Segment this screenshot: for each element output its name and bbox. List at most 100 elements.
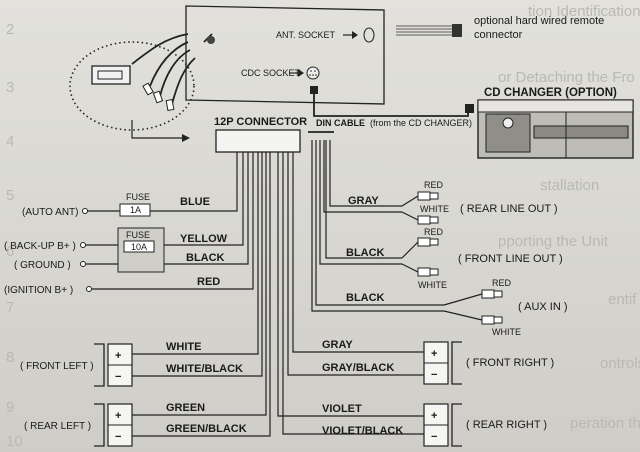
left-side-wiring: (AUTO ANT) FUSE 1A BLUE FUSE 10A ( BACK-…: [4, 192, 228, 296]
rl-plus-wire-label: GREEN: [166, 402, 205, 414]
ant-arrow-head: [352, 31, 358, 39]
speaker-rear-right: + − ( REAR RIGHT ) VIOLET VIOLET/BLACK: [322, 403, 547, 447]
cdc-socket: [306, 66, 320, 80]
rr-minus: −: [431, 431, 437, 443]
ground-label: ( GROUND ): [14, 260, 71, 271]
bg-num-2: 3: [6, 79, 14, 96]
rear-plug-white-label: WHITE: [420, 204, 449, 214]
cdc-socket-label: CDC SOCKET: [241, 68, 301, 78]
background-page-text: tion Identification or Detaching the Fro…: [6, 3, 640, 450]
front-line-out-plug-white: [417, 267, 431, 277]
fuse-1a-label: FUSE: [126, 192, 150, 202]
bg-text-4: stallation: [540, 177, 599, 194]
bg-text-5: pporting the Unit: [498, 233, 609, 250]
rl-minus: −: [115, 431, 121, 443]
rr-plus-wire-label: VIOLET: [322, 403, 362, 415]
cd-changer-title: CD CHANGER (OPTION): [484, 87, 617, 99]
wire-black-label: BLACK: [186, 252, 225, 264]
bg-num-8: 9: [6, 399, 14, 416]
bg-text-7: ontrols: [600, 355, 640, 372]
bg-num-6: 7: [6, 299, 14, 316]
rear-line-out-wire-label: GRAY: [348, 195, 379, 207]
head-unit: ANT. SOCKET CDC SOCKET: [69, 5, 385, 142]
fuse-1a-value: 1A: [130, 205, 141, 215]
rear-line-out-plug-red: [417, 191, 431, 201]
rear-line-out-label: ( REAR LINE OUT ): [460, 203, 558, 215]
rr-plus: +: [431, 410, 437, 422]
din-cable-note: (from the CD CHANGER): [370, 118, 472, 128]
front-line-out-plug-red: [417, 237, 431, 247]
bg-num-4: 5: [6, 187, 14, 204]
ignition-label: (IGNITION B+ ): [4, 285, 73, 296]
wire-bundle: [92, 131, 444, 437]
iso-plug: [91, 65, 131, 85]
remote-plug: [452, 24, 462, 37]
bg-num-9: 10: [6, 433, 23, 450]
rl-minus-wire-label: GREEN/BLACK: [166, 423, 247, 435]
rear-left-label: ( REAR LEFT ): [24, 421, 91, 432]
din-cable: DIN CABLE (from the CD CHANGER): [310, 86, 474, 128]
fl-minus: −: [115, 371, 121, 383]
bg-text-6: entif: [608, 291, 637, 308]
wire-blue-label: BLUE: [180, 196, 210, 208]
backup-label: ( BACK-UP B+ ): [4, 241, 76, 252]
front-plug-red-label: RED: [424, 227, 444, 237]
speaker-rear-left: + − ( REAR LEFT ) GREEN GREEN/BLACK: [24, 402, 247, 447]
speaker-front-right: + − ( FRONT RIGHT ) GRAY GRAY/BLACK: [322, 339, 554, 385]
fr-minus-wire-label: GRAY/BLACK: [322, 362, 394, 374]
front-right-label: ( FRONT RIGHT ): [466, 357, 554, 369]
fuse-1a: [119, 203, 151, 217]
aux-in-wire-label: BLACK: [346, 292, 385, 304]
aux-plug-white-label: WHITE: [492, 327, 521, 337]
bg-num-7: 8: [6, 349, 14, 366]
line-outs: GRAY RED WHITE ( REAR LINE OUT ) BLACK R…: [346, 180, 568, 337]
front-plug-white-label: WHITE: [418, 280, 447, 290]
connector-12p-body: [215, 129, 301, 153]
fuse-10a-label: FUSE: [126, 230, 150, 240]
ant-socket-label: ANT. SOCKET: [276, 30, 336, 40]
fl-minus-wire-label: WHITE/BLACK: [166, 363, 243, 375]
remote-connector: optional hard wired remote connector: [396, 15, 604, 41]
bg-text-8: peration the CD changer: [570, 415, 640, 432]
rr-minus-wire-label: VIOLET/BLACK: [322, 425, 403, 437]
bg-text-2: or Detaching the Fro: [498, 69, 635, 86]
fuse-10a-value: 10A: [131, 242, 147, 252]
front-left-label: ( FRONT LEFT ): [20, 361, 94, 372]
wire-yellow-label: YELLOW: [180, 233, 228, 245]
connector-12p-label: 12P CONNECTOR: [214, 116, 307, 128]
front-line-out-wire-label: BLACK: [346, 247, 385, 259]
harness-highlight-circle: [69, 41, 195, 131]
front-line-out-label: ( FRONT LINE OUT ): [458, 253, 563, 265]
head-unit-body: [185, 5, 385, 105]
fl-plus: +: [115, 350, 121, 362]
fr-plus-wire-label: GRAY: [322, 339, 353, 351]
aux-plug-red-label: RED: [492, 278, 512, 288]
rear-plug-red-label: RED: [424, 180, 444, 190]
bg-num-3: 4: [6, 133, 14, 150]
wire-red-label: RED: [197, 276, 220, 288]
rl-plus: +: [115, 410, 121, 422]
harness-arrow: [182, 134, 190, 142]
fr-plus: +: [431, 348, 437, 360]
rear-right-label: ( REAR RIGHT ): [466, 419, 547, 431]
harness-clip: [207, 36, 215, 44]
bg-num-1: 2: [6, 21, 14, 38]
connector-12p: 12P CONNECTOR: [214, 116, 307, 153]
bg-num-5: 6: [6, 243, 14, 260]
aux-in-plug-red: [481, 289, 495, 299]
fr-minus: −: [431, 369, 437, 381]
cdc-arrow-head: [298, 69, 304, 77]
aux-in-plug-white: [481, 315, 495, 325]
auto-ant-label: (AUTO ANT): [22, 207, 78, 218]
fuse-10a: [123, 240, 155, 253]
remote-label-line1: optional hard wired remote: [474, 15, 604, 27]
fl-plus-wire-label: WHITE: [166, 341, 201, 353]
rear-line-out-plug-white: [417, 215, 431, 225]
din-cable-label: DIN CABLE: [316, 118, 365, 128]
aux-in-label: ( AUX IN ): [518, 301, 568, 313]
bg-text-1: tion Identification: [528, 3, 640, 20]
remote-label-line2: connector: [474, 29, 523, 41]
speaker-front-left: + − ( FRONT LEFT ) WHITE WHITE/BLACK: [20, 341, 243, 387]
